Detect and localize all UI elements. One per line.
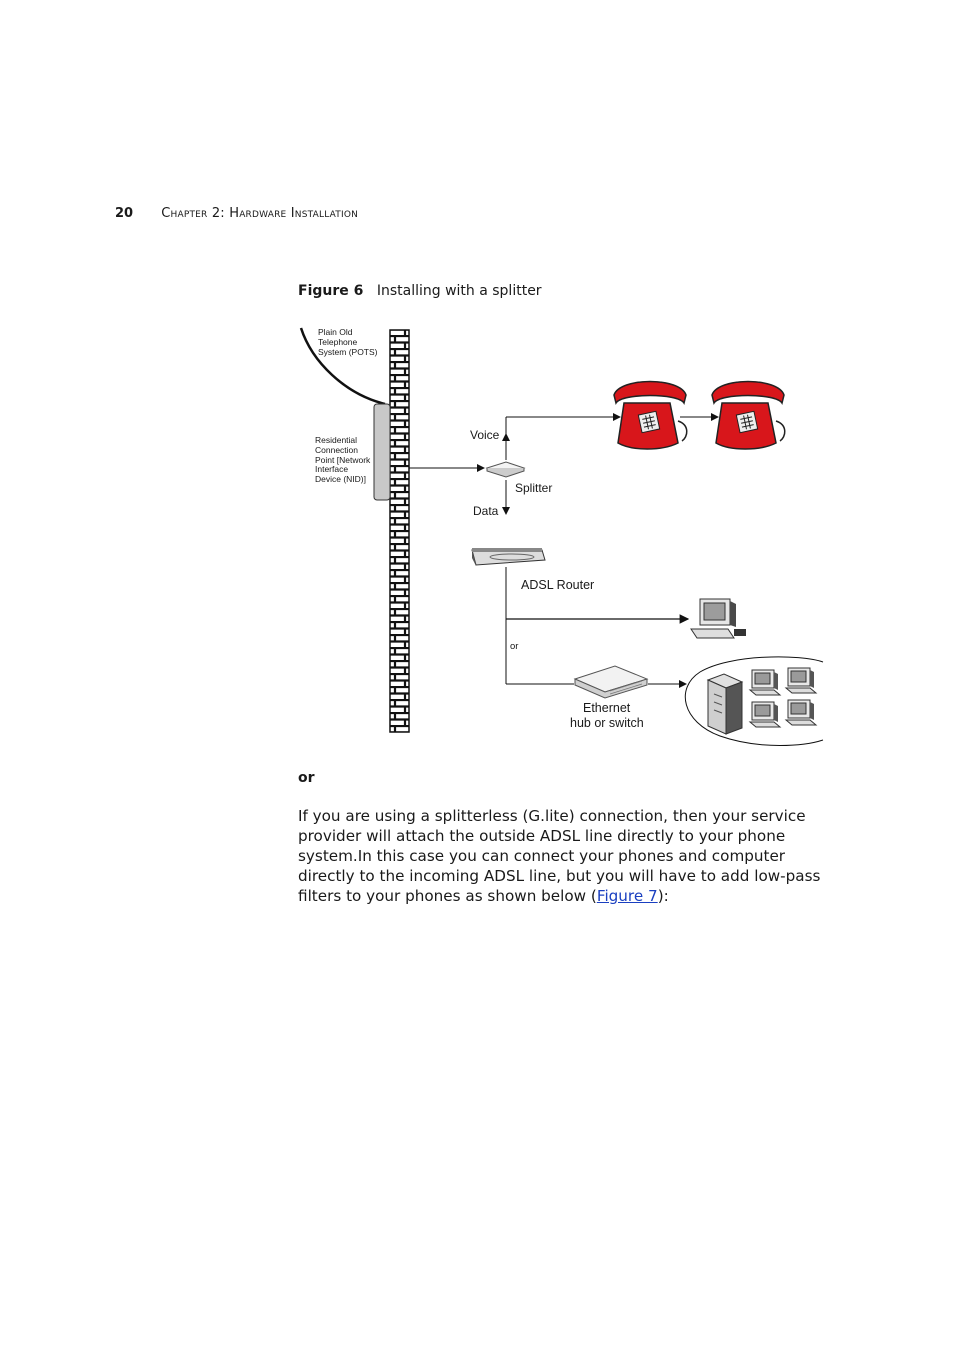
lan-ellipse: [684, 656, 824, 746]
ethernet-label-2: hub or switch: [570, 716, 644, 730]
or-diagram-label: or: [510, 641, 518, 652]
ethernet-hub-icon: [573, 665, 649, 699]
pots-label-1: Plain Old: [318, 327, 353, 337]
ethernet-label-1: Ethernet: [583, 701, 631, 715]
computer-icon: [749, 701, 781, 728]
nid-label-4: Interface: [315, 464, 348, 474]
nid-label-2: Connection: [315, 445, 358, 455]
data-label: Data: [473, 504, 499, 518]
server-icon: [706, 673, 744, 735]
paragraph-text: If you are using a splitterless (G.lite)…: [298, 807, 821, 905]
brick-wall: [389, 329, 410, 733]
figure-caption: Figure 6 Installing with a splitter: [298, 283, 542, 299]
telephone-icon: [613, 380, 688, 450]
computer-icon: [785, 699, 817, 726]
telephone-icon: [711, 380, 786, 450]
splitter-diagram: Plain Old Telephone System (POTS) Reside…: [299, 327, 824, 746]
nid-label-5: Device (NID)]: [315, 474, 366, 484]
router-label: ADSL Router: [521, 578, 594, 592]
body-paragraph: If you are using a splitterless (G.lite)…: [298, 806, 826, 906]
pots-line: [299, 327, 386, 406]
page-number: 20: [115, 206, 134, 221]
splitter-label: Splitter: [515, 481, 552, 495]
paragraph-text-end: ):: [657, 887, 669, 905]
page-header: 20 Chapter 2: Hardware Installation: [115, 206, 358, 221]
figure-7-link[interactable]: Figure 7: [596, 887, 658, 905]
or-heading: or: [298, 770, 315, 786]
pots-label-2: Telephone: [318, 337, 358, 347]
adsl-router-icon: [471, 548, 546, 566]
figure-label: Figure 6: [298, 283, 364, 299]
pots-label-3: System (POTS): [318, 347, 378, 357]
nid-box: [373, 403, 391, 501]
nid-label-3: Point [Network: [315, 455, 371, 465]
splitter-icon: [485, 461, 526, 478]
chapter-title: Chapter 2: Hardware Installation: [161, 206, 359, 221]
computer-icon: [690, 598, 746, 639]
computer-icon: [749, 669, 781, 696]
figure-caption-text: Installing with a splitter: [376, 283, 542, 299]
nid-label-1: Residential: [315, 435, 357, 445]
computer-icon: [785, 667, 817, 694]
voice-label: Voice: [470, 428, 500, 442]
